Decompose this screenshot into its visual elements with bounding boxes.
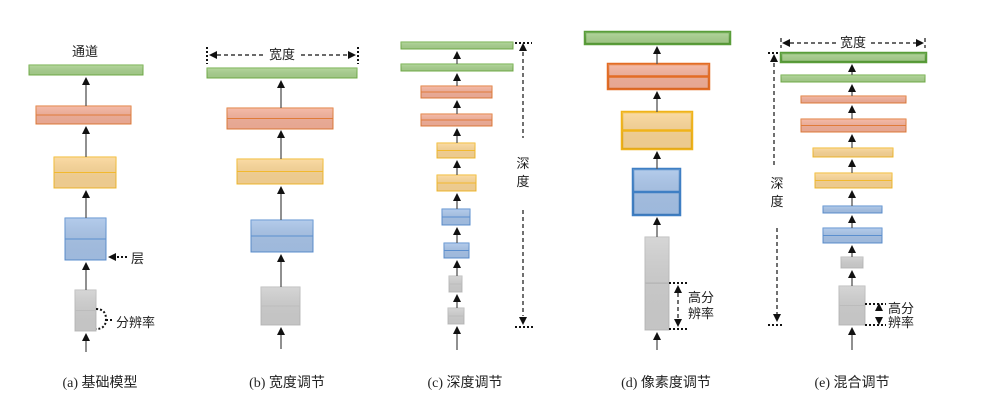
depth-e-arrow-up [770, 54, 778, 62]
label-width-b: 宽度 [269, 47, 295, 63]
label-depth-e-2: 度 [770, 194, 783, 210]
label-hires-d-2: 辨率 [688, 306, 714, 322]
label-depth-c-1: 深 [516, 157, 529, 172]
hires-d-arrow-up [674, 285, 682, 293]
caption-c: (c) 深度调节 [427, 376, 503, 391]
caption-b: (b) 宽度调节 [249, 376, 325, 391]
label-hires-e-2: 辨率 [888, 315, 914, 331]
layer-block-e-8-shade [841, 257, 863, 268]
layer-block-a-0-shade [29, 65, 143, 75]
layer-block-c-0-shade [401, 42, 513, 49]
hires-e-arrow-up [875, 303, 883, 311]
width-e-arrow-left [782, 39, 790, 47]
layer-block-d-0-shade [585, 32, 730, 44]
layer-block-c-1-shade [401, 64, 513, 71]
width-b-arrow-left [209, 51, 217, 59]
layer-block-e-1-shade [781, 75, 925, 82]
width-b-arrow-right [348, 51, 356, 59]
depth-e-arrow-down [773, 314, 781, 322]
depth-c-arrow-down [519, 317, 527, 325]
label-channel: 通道 [72, 45, 98, 60]
layer-pointer-arrowhead [108, 253, 116, 261]
depth-c-arrow-up [519, 43, 527, 51]
width-e-arrow-right [916, 39, 924, 47]
layer-block-e-6-shade [823, 206, 882, 213]
label-depth-c-2: 度 [516, 174, 529, 190]
layer-block-b-0-shade [207, 68, 357, 78]
label-width-e: 宽度 [840, 35, 866, 51]
label-resolution: 分辨率 [116, 315, 155, 331]
caption-a: (a) 基础模型 [62, 376, 138, 391]
label-hires-e-1: 高分 [888, 301, 914, 317]
label-layer: 层 [131, 252, 144, 267]
caption-e: (e) 混合调节 [814, 376, 890, 391]
layer-block-e-4-shade [813, 148, 893, 157]
hires-e-arrow-down [875, 317, 883, 325]
label-hires-d-1: 高分 [688, 290, 714, 306]
layer-block-e-2-shade [801, 96, 906, 103]
caption-d: (d) 像素度调节 [621, 376, 711, 391]
resolution-bracket [95, 308, 108, 330]
hires-d-arrow-down [674, 319, 682, 327]
layer-block-e-0-shade [781, 53, 926, 62]
label-depth-e-1: 深 [770, 177, 783, 192]
